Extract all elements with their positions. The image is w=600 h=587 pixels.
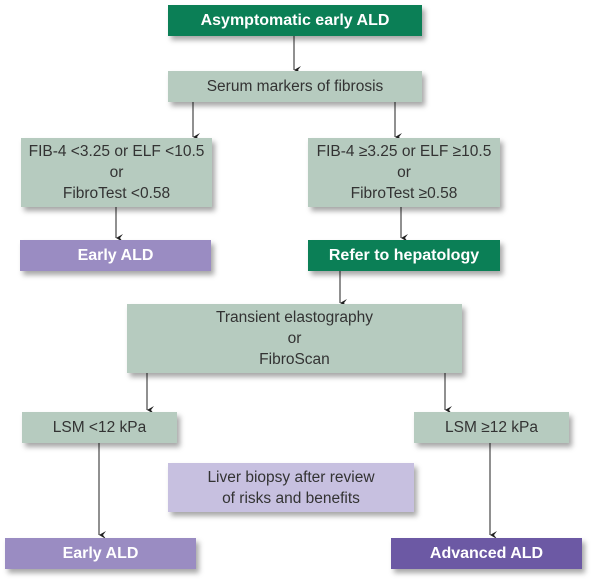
node-lsm-low: LSM <12 kPa bbox=[22, 412, 177, 443]
node-lsm-high: LSM ≥12 kPa bbox=[414, 412, 569, 443]
node-label: LSM <12 kPa bbox=[52, 419, 147, 436]
node-high-fibrosis-markers: FIB-4 ≥3.25 or ELF ≥10.5 or FibroTest ≥0… bbox=[308, 138, 500, 207]
node-advanced-ald: Advanced ALD bbox=[391, 538, 582, 569]
node-refer-to-hepatology: Refer to hepatology bbox=[308, 240, 500, 271]
node-low-fibrosis-markers: FIB-4 <3.25 or ELF <10.5 or FibroTest <0… bbox=[21, 138, 212, 207]
node-label: FIB-4 <3.25 or ELF <10.5 or FibroTest <0… bbox=[28, 143, 205, 202]
node-liver-biopsy: Liver biopsy after review of risks and b… bbox=[168, 463, 414, 512]
node-label: Transient elastography or FibroScan bbox=[215, 309, 374, 368]
node-serum-markers: Serum markers of fibrosis bbox=[168, 71, 422, 102]
node-label: Refer to hepatology bbox=[328, 246, 480, 264]
node-label: Early ALD bbox=[62, 544, 139, 562]
node-label: FIB-4 ≥3.25 or ELF ≥10.5 or FibroTest ≥0… bbox=[316, 143, 492, 202]
node-label: LSM ≥12 kPa bbox=[445, 419, 538, 436]
node-label: Advanced ALD bbox=[429, 544, 544, 562]
node-label: Asymptomatic early ALD bbox=[200, 11, 390, 29]
node-early-ald-2: Early ALD bbox=[5, 538, 196, 569]
node-early-ald-1: Early ALD bbox=[20, 240, 211, 271]
node-label: Serum markers of fibrosis bbox=[206, 78, 384, 95]
node-transient-elastography: Transient elastography or FibroScan bbox=[127, 304, 462, 373]
node-asymptomatic-early-ald: Asymptomatic early ALD bbox=[168, 5, 422, 36]
node-label: Liver biopsy after review of risks and b… bbox=[207, 468, 375, 507]
node-label: Early ALD bbox=[77, 246, 154, 264]
